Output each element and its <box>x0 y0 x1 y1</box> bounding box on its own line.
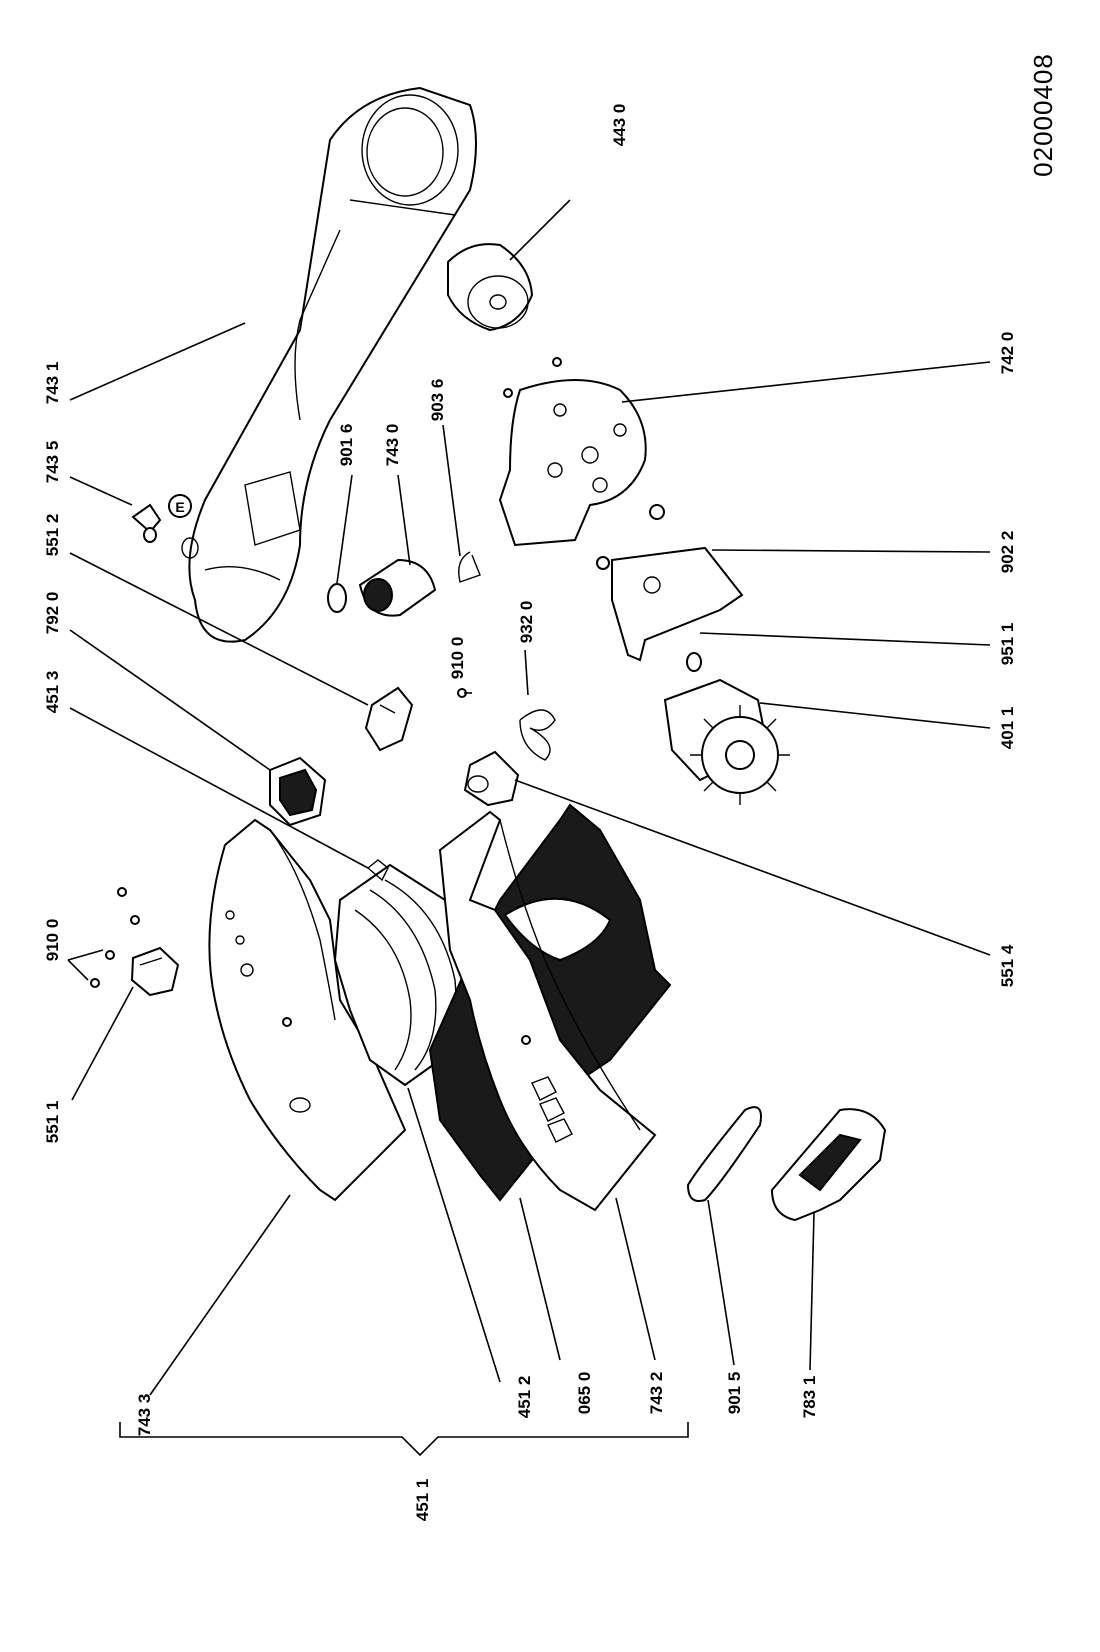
label-7920: 792 0 <box>43 592 62 635</box>
part-drawing-clip-7435 <box>131 503 162 543</box>
part-drawing-elbow-7430 <box>358 558 437 617</box>
part-drawing-tray-7432 <box>438 810 657 1212</box>
part-drawing-thermostat-5514 <box>463 750 520 807</box>
label-4011: 401 1 <box>998 707 1017 750</box>
label-5512: 551 2 <box>43 514 62 557</box>
svg-text:E: E <box>175 499 184 515</box>
label-9100-group: 910 0 <box>43 919 62 962</box>
part-labels: 743 1 743 5 551 2 792 0 451 3 910 0 551 … <box>43 104 1017 1522</box>
part-drawing-insulation-0650 <box>428 803 672 1202</box>
part-drawing-screw-a <box>503 388 513 398</box>
label-9015: 901 5 <box>725 1372 744 1415</box>
part-drawing-fan-wheel-4430 <box>447 243 534 332</box>
label-4511: 451 1 <box>413 1479 432 1522</box>
part-drawing-spring-9320 <box>519 709 556 761</box>
document-number: 02000408 <box>1028 53 1058 177</box>
label-7831: 783 1 <box>800 1376 819 1419</box>
part-drawing-cover-7433 <box>208 818 407 1202</box>
label-7431: 743 1 <box>43 362 62 405</box>
label-7432: 743 2 <box>647 1372 666 1415</box>
label-4512: 451 2 <box>515 1376 534 1419</box>
part-drawing-fan-housing-7420 <box>498 379 647 547</box>
part-drawing-motor-4011 <box>663 678 790 805</box>
label-9022: 902 2 <box>998 531 1017 574</box>
label-7433: 743 3 <box>135 1394 154 1437</box>
label-5514: 551 4 <box>998 944 1017 987</box>
label-7435: 743 5 <box>43 441 62 484</box>
part-drawing-bushing-9511 <box>686 652 702 672</box>
label-7420: 742 0 <box>998 332 1017 375</box>
part-drawing-screw-b <box>552 357 562 367</box>
part-drawing-screws-9100 <box>90 887 292 1027</box>
label-9511: 951 1 <box>998 623 1017 666</box>
part-drawing-gasket-9015 <box>686 1106 762 1202</box>
label-7430: 743 0 <box>383 424 402 467</box>
label-9320: 932 0 <box>517 601 536 644</box>
part-drawing-bracket-9022 <box>611 546 744 662</box>
part-drawing-terminal-4513 <box>366 859 389 882</box>
part-drawing-nut-b <box>649 504 665 520</box>
label-9036: 903 6 <box>428 379 447 422</box>
part-drawing-outlet-7831 <box>770 1108 887 1222</box>
label-0650: 065 0 <box>575 1372 594 1415</box>
part-drawing-ring-9016 <box>327 583 347 613</box>
leader-lines <box>67 199 991 1457</box>
label-4430: 443 0 <box>610 104 629 147</box>
label-4513: 451 3 <box>43 671 62 714</box>
part-drawing-switch-5512 <box>364 686 414 752</box>
part-drawing-grille-7920 <box>269 756 327 827</box>
label-9016: 901 6 <box>337 424 356 467</box>
part-drawing-duct-housing <box>181 86 477 643</box>
part-drawing-switch-5511 <box>130 946 180 997</box>
part-drawing-clip-9036 <box>458 551 481 583</box>
e-symbol: E <box>168 494 192 518</box>
label-5511: 551 1 <box>43 1101 62 1144</box>
part-drawing-nut-a <box>596 556 610 570</box>
label-9100-single: 910 0 <box>448 637 467 680</box>
